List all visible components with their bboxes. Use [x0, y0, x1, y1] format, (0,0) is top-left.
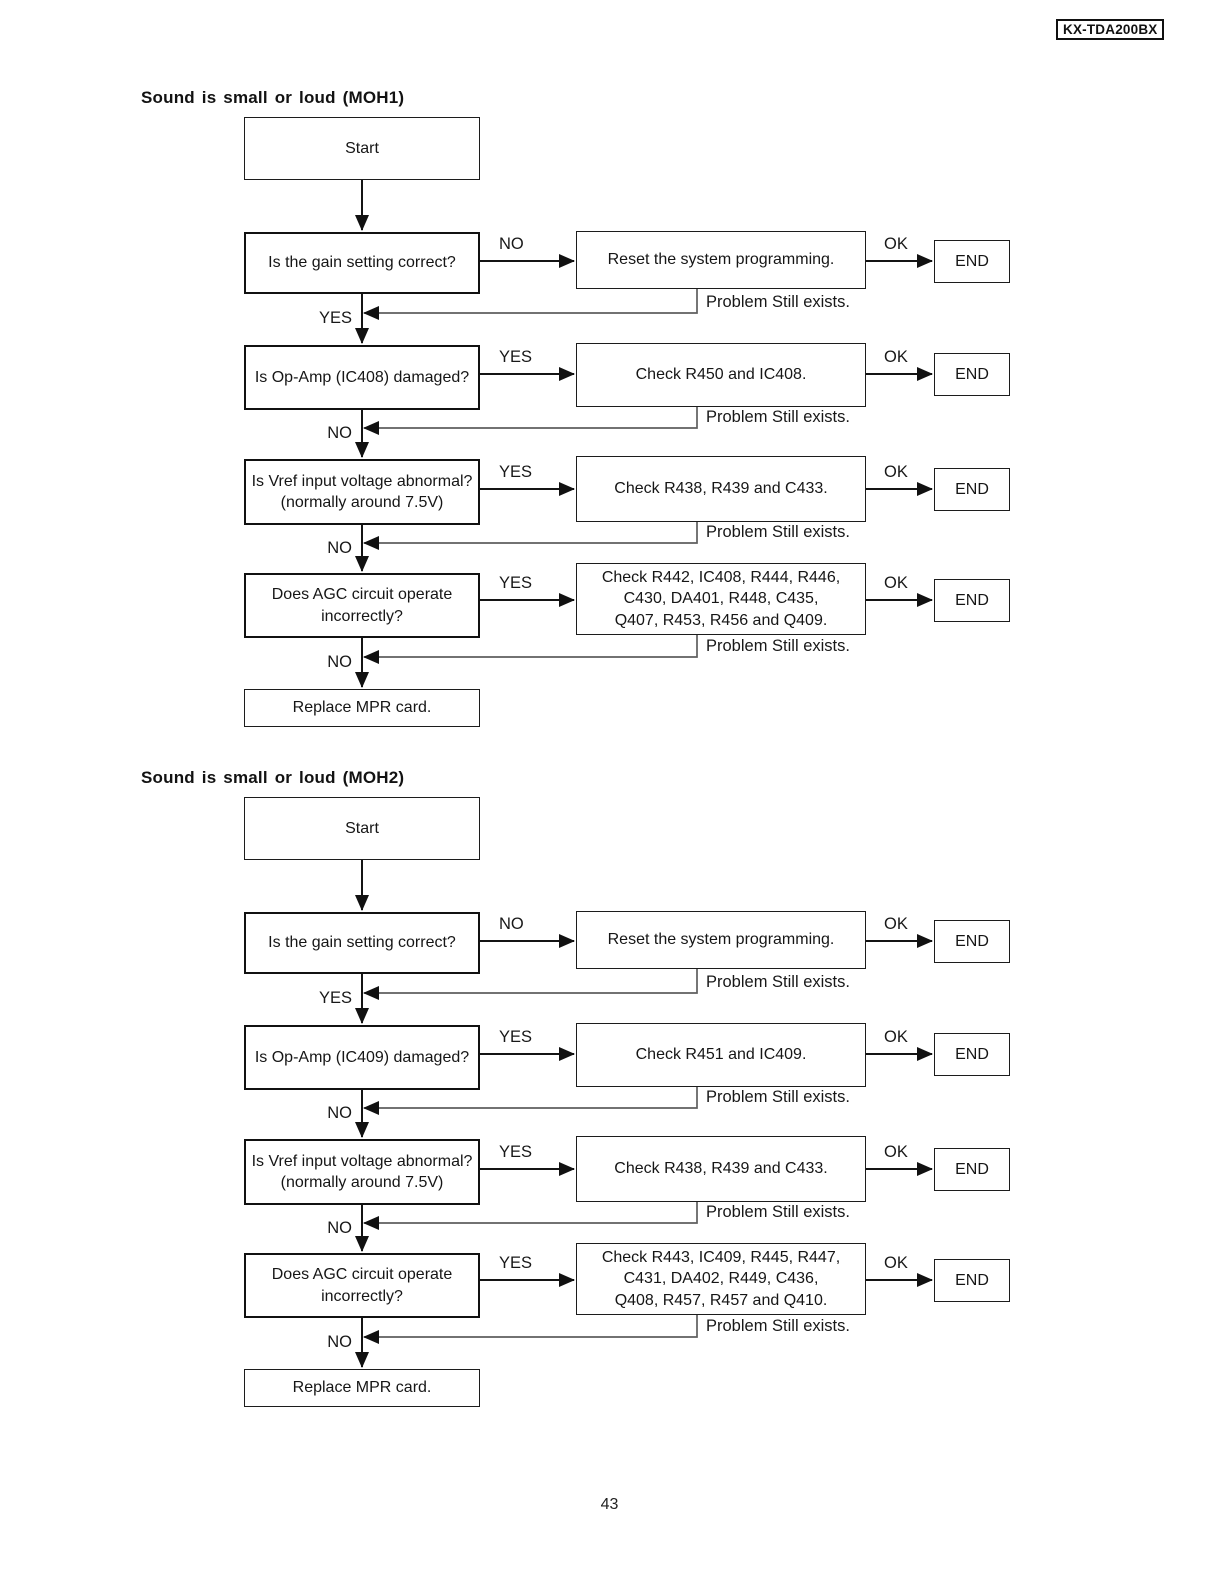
back-label: YES: [318, 309, 352, 327]
decision-box: Is Vref input voltage abnormal? (normall…: [244, 459, 480, 525]
ok-label: OK: [884, 1254, 908, 1272]
decision-box: Is Vref input voltage abnormal? (normall…: [244, 1139, 480, 1205]
problem-label: Problem Still exists.: [706, 1203, 850, 1221]
end-box: END: [934, 579, 1010, 622]
connector-line: [363, 522, 698, 550]
action-box: Check R438, R439 and C433.: [576, 456, 866, 522]
page-number: 43: [600, 1496, 619, 1513]
action-box: Check R451 and IC409.: [576, 1023, 866, 1087]
ok-label: OK: [884, 1028, 908, 1046]
end-box: END: [934, 1148, 1010, 1191]
problem-label: Problem Still exists.: [706, 408, 850, 426]
branch-label: YES: [499, 1143, 533, 1161]
branch-label: NO: [499, 915, 524, 933]
branch-label: YES: [499, 463, 533, 481]
back-label: NO: [327, 539, 352, 557]
connector-line: [363, 407, 698, 435]
branch-label: YES: [499, 574, 533, 592]
back-label: YES: [318, 989, 352, 1007]
branch-label: YES: [499, 348, 533, 366]
replace-box: Replace MPR card.: [244, 689, 480, 727]
problem-label: Problem Still exists.: [706, 973, 850, 991]
action-box: Reset the system programming.: [576, 911, 866, 969]
problem-label: Problem Still exists.: [706, 523, 850, 541]
start-box: Start: [244, 797, 480, 860]
back-label: NO: [327, 1219, 352, 1237]
action-box: Check R450 and IC408.: [576, 343, 866, 407]
ok-label: OK: [884, 235, 908, 253]
flowchart-title: Sound is small or loud (MOH1): [141, 88, 405, 107]
end-box: END: [934, 1259, 1010, 1302]
flowchart-title: Sound is small or loud (MOH2): [141, 768, 405, 787]
end-box: END: [934, 468, 1010, 511]
back-label: NO: [327, 424, 352, 442]
problem-label: Problem Still exists.: [706, 1088, 850, 1106]
decision-box: Is Op-Amp (IC409) damaged?: [244, 1025, 480, 1090]
problem-label: Problem Still exists.: [706, 1317, 850, 1335]
action-box: Check R442, IC408, R444, R446, C430, DA4…: [576, 563, 866, 635]
ok-label: OK: [884, 348, 908, 366]
decision-box: Does AGC circuit operate incorrectly?: [244, 1253, 480, 1318]
ok-label: OK: [884, 574, 908, 592]
ok-label: OK: [884, 1143, 908, 1161]
connector-line: [363, 1202, 698, 1230]
branch-label: YES: [499, 1254, 533, 1272]
action-box: Check R438, R439 and C433.: [576, 1136, 866, 1202]
back-label: NO: [327, 1104, 352, 1122]
start-box: Start: [244, 117, 480, 180]
problem-label: Problem Still exists.: [706, 637, 850, 655]
end-box: END: [934, 1033, 1010, 1076]
branch-label: NO: [499, 235, 524, 253]
decision-box: Does AGC circuit operate incorrectly?: [244, 573, 480, 638]
problem-label: Problem Still exists.: [706, 293, 850, 311]
end-box: END: [934, 920, 1010, 963]
end-box: END: [934, 353, 1010, 396]
action-box: Check R443, IC409, R445, R447, C431, DA4…: [576, 1243, 866, 1315]
connector-line: [363, 1087, 698, 1115]
model-badge: KX-TDA200BX: [1056, 19, 1165, 40]
connector-line: [363, 1315, 698, 1344]
ok-label: OK: [884, 915, 908, 933]
action-box: Reset the system programming.: [576, 231, 866, 289]
end-box: END: [934, 240, 1010, 283]
back-label: NO: [327, 653, 352, 671]
branch-label: YES: [499, 1028, 533, 1046]
decision-box: Is the gain setting correct?: [244, 232, 480, 294]
connector-line: [363, 635, 698, 664]
back-label: NO: [327, 1333, 352, 1351]
ok-label: OK: [884, 463, 908, 481]
replace-box: Replace MPR card.: [244, 1369, 480, 1407]
decision-box: Is Op-Amp (IC408) damaged?: [244, 345, 480, 410]
decision-box: Is the gain setting correct?: [244, 912, 480, 974]
